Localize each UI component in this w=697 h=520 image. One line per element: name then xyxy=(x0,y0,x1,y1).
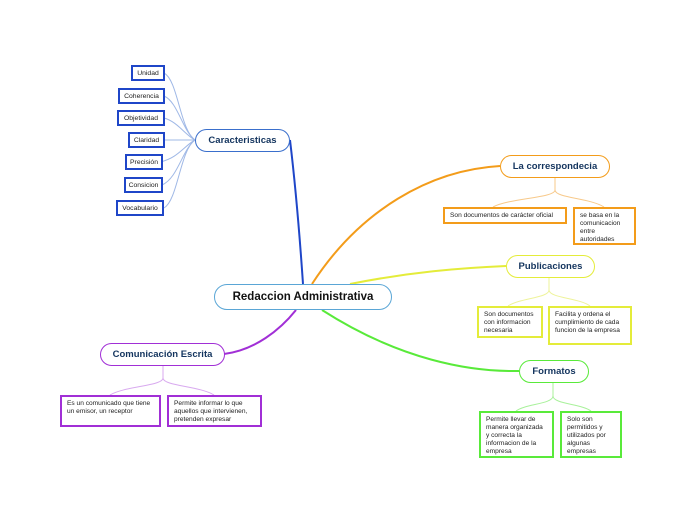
topic-publicaciones[interactable]: Publicaciones xyxy=(506,255,595,278)
topic-caracteristicas[interactable]: Caracteristicas xyxy=(195,129,290,152)
formatos-detail-1-text: Permite llevar de manera organizada y co… xyxy=(486,416,543,455)
topic-comunicacion-escrita[interactable]: Comunicación Escrita xyxy=(100,343,225,366)
subtopic-unidad-label: Unidad xyxy=(137,69,159,77)
subtopic-coherencia[interactable]: Coherencia xyxy=(118,88,165,104)
connector-group-caracteristicas xyxy=(159,72,196,209)
correspondencia-detail-1[interactable]: Son documentos de carácter oficial xyxy=(443,207,567,224)
subtopic-coherencia-label: Coherencia xyxy=(124,92,159,100)
comunicacion-detail-2[interactable]: Permite informar lo que aquellos que int… xyxy=(167,395,262,427)
topic-correspondencia-label: La correspondecia xyxy=(512,161,598,172)
central-topic[interactable]: Redaccion Administrativa xyxy=(214,284,392,310)
topic-comunicacion-escrita-label: Comunicación Escrita xyxy=(112,349,213,360)
connector-group-comunicacion xyxy=(109,366,215,396)
publicaciones-detail-1-text: Son documentos con informacion necesaria xyxy=(484,311,534,334)
comunicacion-detail-1-text: Es un comunicado que tiene un emisor, un… xyxy=(67,400,151,415)
publicaciones-detail-2[interactable]: Facilita y ordena el cumplimiento de cad… xyxy=(548,306,632,345)
connector-group-publicaciones xyxy=(507,278,591,307)
subtopic-precision[interactable]: Precisión xyxy=(125,154,163,170)
subtopic-claridad-label: Claridad xyxy=(133,136,160,144)
connector-group-correspondencia xyxy=(492,178,605,208)
subtopic-vocabulario-label: Vocabulario xyxy=(122,204,158,212)
connector-formatos xyxy=(321,309,520,373)
publicaciones-detail-1[interactable]: Son documentos con informacion necesaria xyxy=(477,306,543,338)
central-topic-label: Redaccion Administrativa xyxy=(232,291,374,303)
connector-comunicacion xyxy=(223,309,297,355)
connector-group-formatos xyxy=(515,383,592,412)
comunicacion-detail-1[interactable]: Es un comunicado que tiene un emisor, un… xyxy=(60,395,161,427)
formatos-detail-2-text: Solo son permitidos y utilizados por alg… xyxy=(567,416,606,455)
formatos-detail-1[interactable]: Permite llevar de manera organizada y co… xyxy=(479,411,554,458)
subtopic-precision-label: Precisión xyxy=(130,158,158,166)
formatos-detail-2[interactable]: Solo son permitidos y utilizados por alg… xyxy=(560,411,622,458)
subtopic-claridad[interactable]: Claridad xyxy=(128,132,165,148)
topic-correspondencia[interactable]: La correspondecia xyxy=(500,155,610,178)
comunicacion-detail-2-text: Permite informar lo que aquellos que int… xyxy=(174,400,248,423)
subtopic-objetividad[interactable]: Objetividad xyxy=(117,110,165,126)
subtopic-consicion[interactable]: Consicion xyxy=(124,177,163,193)
correspondencia-detail-2[interactable]: se basa en la comunicacion entre autorid… xyxy=(573,207,636,245)
connector-correspondencia xyxy=(311,165,501,285)
topic-caracteristicas-label: Caracteristicas xyxy=(208,135,277,146)
topic-formatos-label: Formatos xyxy=(532,366,576,377)
subtopic-objetividad-label: Objetividad xyxy=(123,114,158,122)
connector-caracteristicas xyxy=(289,139,304,285)
correspondencia-detail-1-text: Son documentos de carácter oficial xyxy=(450,212,553,219)
publicaciones-detail-2-text: Facilita y ordena el cumplimiento de cad… xyxy=(555,311,620,334)
topic-publicaciones-label: Publicaciones xyxy=(518,261,583,272)
subtopic-vocabulario[interactable]: Vocabulario xyxy=(116,200,164,216)
topic-formatos[interactable]: Formatos xyxy=(519,360,589,383)
subtopic-unidad[interactable]: Unidad xyxy=(131,65,165,81)
connector-publicaciones xyxy=(349,265,507,285)
correspondencia-detail-2-text: se basa en la comunicacion entre autorid… xyxy=(580,212,621,243)
subtopic-consicion-label: Consicion xyxy=(128,181,159,189)
